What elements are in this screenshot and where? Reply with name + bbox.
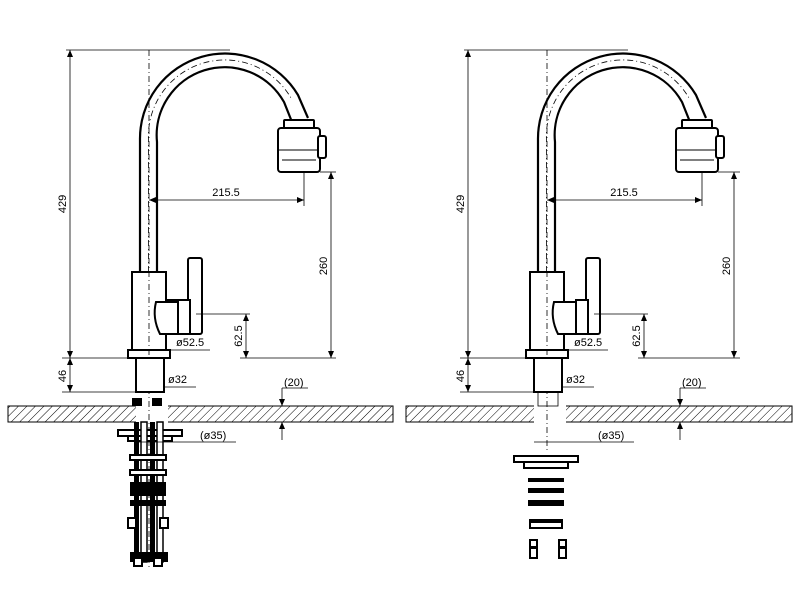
dim-spout-reach: 215.5 [212, 187, 240, 199]
dim-counter-thickness: (20) [682, 377, 702, 389]
countertop [405, 405, 793, 423]
dim-base-height: 46 [455, 370, 467, 382]
dim-shank-diameter: ø32 [566, 374, 585, 386]
dim-handle-height: 62.5 [233, 325, 245, 346]
dim-counter-thickness: (20) [284, 377, 304, 389]
left-view: 429 46 215.5 260 62.5 ø52.5 ø32 [7, 49, 394, 570]
dim-spout-height: 260 [318, 257, 330, 275]
right-view: 429 46 215.5 260 62.5 ø52.5 ø32 (20) (ø [405, 49, 793, 559]
dimensions-left: 429 46 215.5 260 62.5 ø52.5 ø32 [57, 49, 336, 443]
dim-base-height: 46 [57, 370, 69, 382]
dim-spout-height: 260 [721, 257, 733, 275]
dim-handle-height: 62.5 [631, 325, 643, 346]
lever-handle [551, 257, 601, 335]
dim-shank-diameter: ø32 [168, 374, 187, 386]
dim-body-diameter: ø52.5 [574, 337, 602, 349]
spray-head [277, 119, 327, 173]
dim-body-diameter: ø52.5 [176, 337, 204, 349]
dim-total-height: 429 [57, 195, 69, 213]
dim-hole-diameter: (ø35) [200, 430, 226, 442]
mounting-parts-exploded [513, 455, 579, 559]
shank [135, 357, 165, 393]
dim-spout-reach: 215.5 [610, 187, 638, 199]
dimensions-right: 429 46 215.5 260 62.5 ø52.5 ø32 (20) (ø [455, 49, 740, 443]
spout [138, 52, 310, 272]
mounting-hardware [117, 398, 183, 567]
countertop [7, 405, 394, 423]
shank [533, 357, 563, 407]
spray-head [675, 119, 725, 173]
lever-handle [153, 257, 203, 335]
dim-total-height: 429 [455, 195, 467, 213]
dim-hole-diameter: (ø35) [598, 430, 624, 442]
spout [536, 52, 708, 272]
